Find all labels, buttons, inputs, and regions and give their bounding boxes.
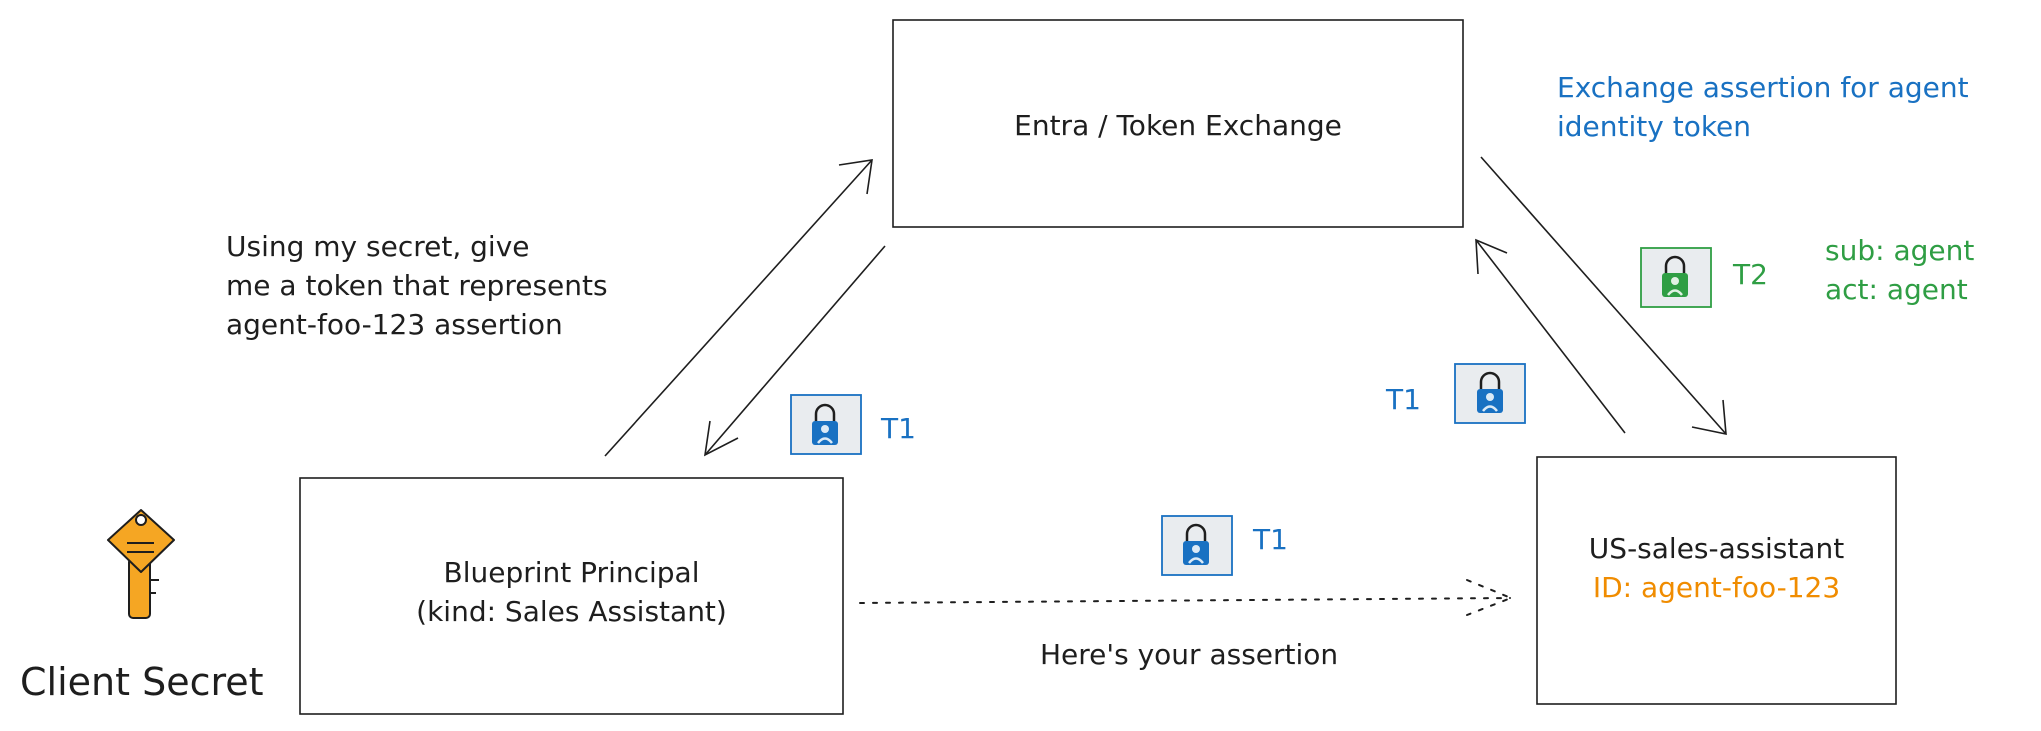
blueprint-title: Blueprint Principal (443, 556, 700, 589)
token-t1-handoff-icon (1161, 515, 1233, 576)
token-t1-return-label: T1 (881, 412, 916, 445)
exchange-annotation-line: identity token (1557, 110, 1752, 143)
exchange-annotation-line: Exchange assertion for agent (1557, 71, 1969, 104)
request-annotation-line: agent-foo-123 assertion (226, 308, 563, 341)
t2-claim-act: act: agent (1825, 273, 1968, 306)
handoff-annotation: Here's your assertion (1040, 638, 1339, 671)
arrow-handoff-dotted (859, 579, 1514, 616)
arrow-request (604, 159, 873, 457)
token-t1-exchange-icon (1454, 363, 1526, 424)
blueprint-box (299, 477, 844, 715)
t2-claim-sub: sub: agent (1825, 234, 1975, 267)
arrow-exchange (1475, 238, 1626, 434)
arrow-issue-t2 (1480, 156, 1727, 436)
entra-title: Entra / Token Exchange (1014, 109, 1342, 142)
t2-claims: sub: agent act: agent (1825, 231, 1974, 309)
token-t1-exchange-label: T1 (1386, 383, 1421, 416)
token-t1-handoff-label: T1 (1253, 523, 1288, 556)
token-t2-icon (1640, 247, 1712, 308)
request-annotation-line: me a token that represents (226, 269, 608, 302)
request-annotation-line: Using my secret, give (226, 230, 530, 263)
agent-label: US-sales-assistant ID: agent-foo-123 (1537, 529, 1896, 607)
client-secret-label: Client Secret (20, 660, 264, 704)
blueprint-label: Blueprint Principal (kind: Sales Assista… (300, 553, 843, 631)
agent-id: ID: agent-foo-123 (1592, 571, 1841, 604)
entra-box (892, 19, 1464, 228)
blueprint-kind: (kind: Sales Assistant) (416, 595, 727, 628)
exchange-annotation: Exchange assertion for agent identity to… (1557, 68, 1969, 146)
key-icon (107, 509, 175, 619)
request-annotation: Using my secret, give me a token that re… (226, 227, 608, 344)
arrow-return-t1 (703, 245, 886, 457)
token-t2-label: T2 (1733, 258, 1768, 291)
token-t1-return-icon (790, 394, 862, 455)
agent-name: US-sales-assistant (1588, 532, 1845, 565)
agent-box (1536, 456, 1897, 705)
